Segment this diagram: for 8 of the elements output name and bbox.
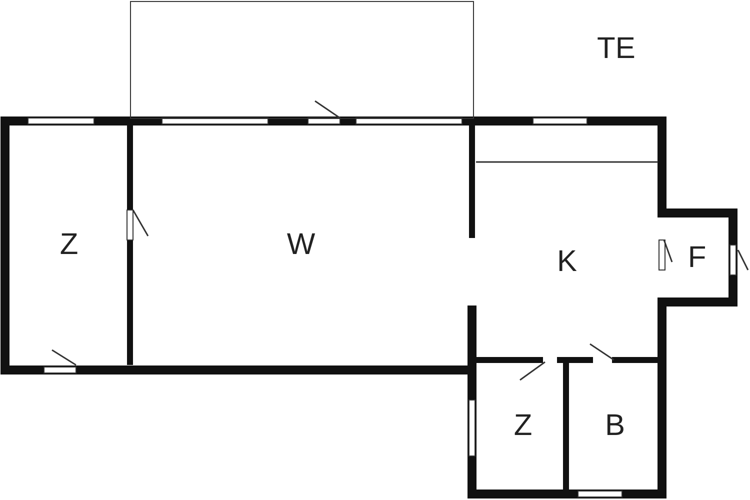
room-label: Z	[514, 409, 532, 443]
room-label: F	[688, 241, 706, 275]
area-label: TE	[597, 32, 636, 66]
room-label: K	[556, 244, 577, 278]
room-label: W	[286, 228, 316, 262]
room-label: B	[604, 409, 625, 443]
room-label: Z	[60, 228, 78, 262]
terrace-outline	[130, 1, 474, 119]
